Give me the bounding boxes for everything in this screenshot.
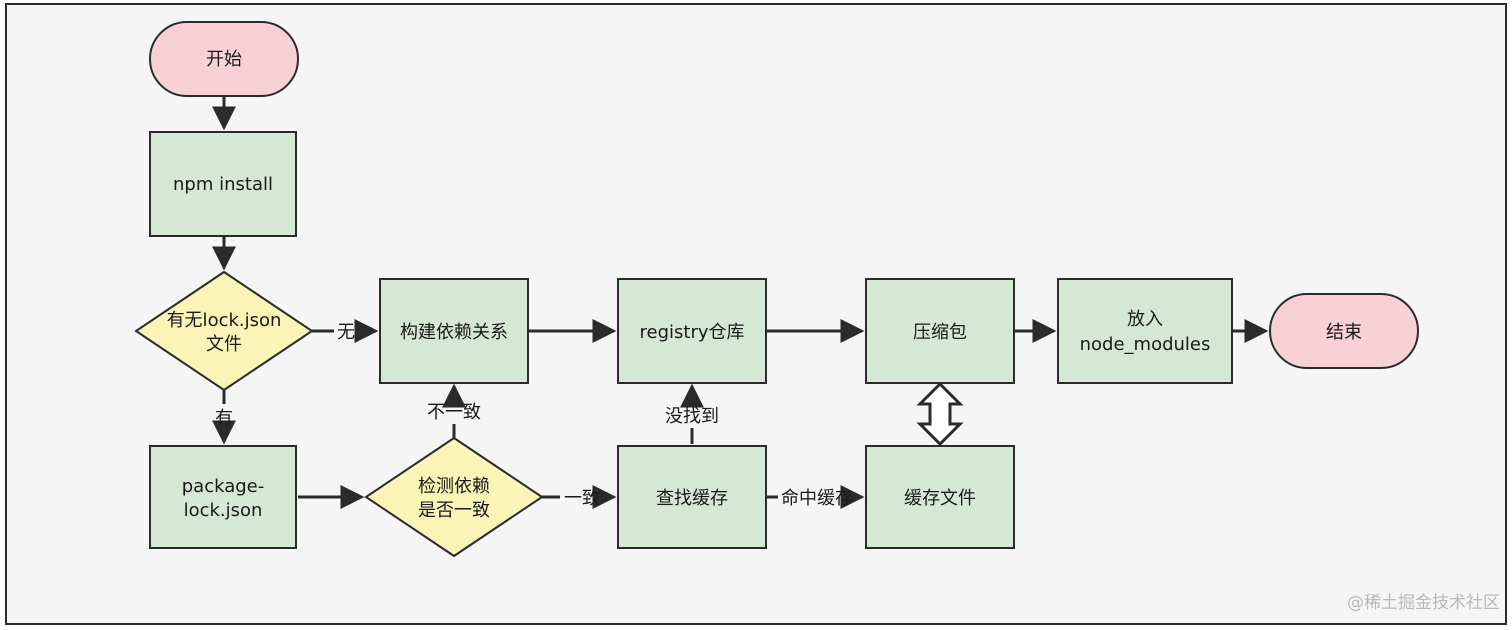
node-registry: registry仓库: [617, 278, 767, 384]
node-cache-files: 缓存文件: [865, 445, 1015, 549]
edge-label-has: 有: [215, 408, 233, 429]
edge-label-inconsistent: 不一致: [427, 402, 481, 423]
node-end-label: 结束: [1326, 322, 1362, 343]
node-package-lock: package- lock.json: [149, 445, 297, 549]
node-has-lock-decision: 有无lock.json 文件: [134, 270, 314, 392]
edge-label-none: 无: [337, 322, 355, 343]
node-put-modules-line2: node_modules: [1080, 334, 1211, 355]
node-put-modules-line1: 放入: [1127, 309, 1163, 330]
edges: [212, 96, 1269, 509]
node-has-lock-line2: 文件: [206, 334, 242, 355]
node-has-lock-line1: 有无lock.json: [167, 310, 282, 331]
watermark: @稀土掘金技术社区: [1347, 593, 1500, 613]
node-package-lock-line1: package-: [182, 476, 265, 497]
node-check-deps-line2: 是否一致: [418, 500, 490, 521]
edge-label-consistent: 一致: [564, 488, 600, 509]
node-check-deps-line1: 检测依赖: [418, 476, 490, 497]
node-cache-files-label: 缓存文件: [904, 488, 976, 509]
node-registry-label: registry仓库: [640, 322, 745, 343]
node-compress-label: 压缩包: [913, 322, 967, 343]
edge-label-not-found: 没找到: [665, 406, 719, 427]
node-package-lock-line2: lock.json: [184, 500, 263, 521]
node-npm-install: npm install: [149, 131, 297, 237]
node-put-modules: 放入 node_modules: [1057, 278, 1233, 384]
bidirectional-arrow-icon: [916, 381, 964, 447]
node-check-deps-decision: 检测依赖 是否一致: [364, 436, 544, 558]
node-end: 结束: [1269, 293, 1419, 369]
node-compress: 压缩包: [865, 278, 1015, 384]
node-find-cache-label: 查找缓存: [656, 488, 728, 509]
edge-label-cache-hit: 命中缓存: [781, 488, 853, 509]
node-npm-install-label: npm install: [173, 174, 273, 195]
node-build-deps: 构建依赖关系: [379, 278, 529, 384]
node-find-cache: 查找缓存: [617, 445, 767, 549]
node-start-label: 开始: [206, 49, 242, 70]
node-start: 开始: [149, 21, 299, 97]
node-build-deps-label: 构建依赖关系: [400, 322, 508, 343]
